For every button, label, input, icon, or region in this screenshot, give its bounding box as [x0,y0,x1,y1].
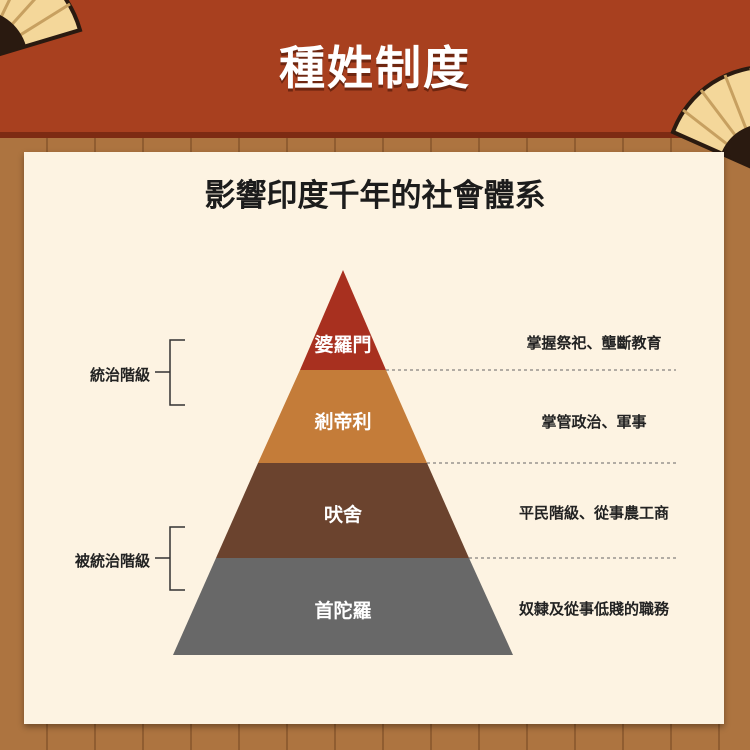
group-label-ruling: 統治階級 [89,366,150,384]
header-banner [0,0,750,138]
tier-brahmin [300,270,386,370]
folding-fan-icon [0,0,83,57]
tier-shudra [173,558,513,655]
diagram-subtitle: 影響印度千年的社會體系 [204,178,546,214]
tier-label-vaishya: 吠舍 [323,504,362,526]
tier-vaishya [216,463,469,558]
group-label-ruled: 被統治階級 [74,552,150,570]
folding-fan-icon [670,66,750,169]
role-kshatriya: 掌管政治、軍事 [541,413,647,431]
tier-label-shudra: 首陀羅 [314,600,372,622]
role-brahmin: 掌握祭祀、壟斷教育 [526,334,662,352]
role-vaishya: 平民階級、從事農工商 [518,504,669,522]
tier-label-kshatriya: 剎帝利 [314,411,372,433]
tier-label-brahmin: 婆羅門 [314,334,372,356]
ruling-bracket [155,339,185,406]
tier-kshatriya [258,370,427,463]
page-title: 種姓制度 [279,41,471,95]
ruled-bracket [155,526,185,591]
role-shudra: 奴隸及從事低賤的職務 [518,600,669,618]
